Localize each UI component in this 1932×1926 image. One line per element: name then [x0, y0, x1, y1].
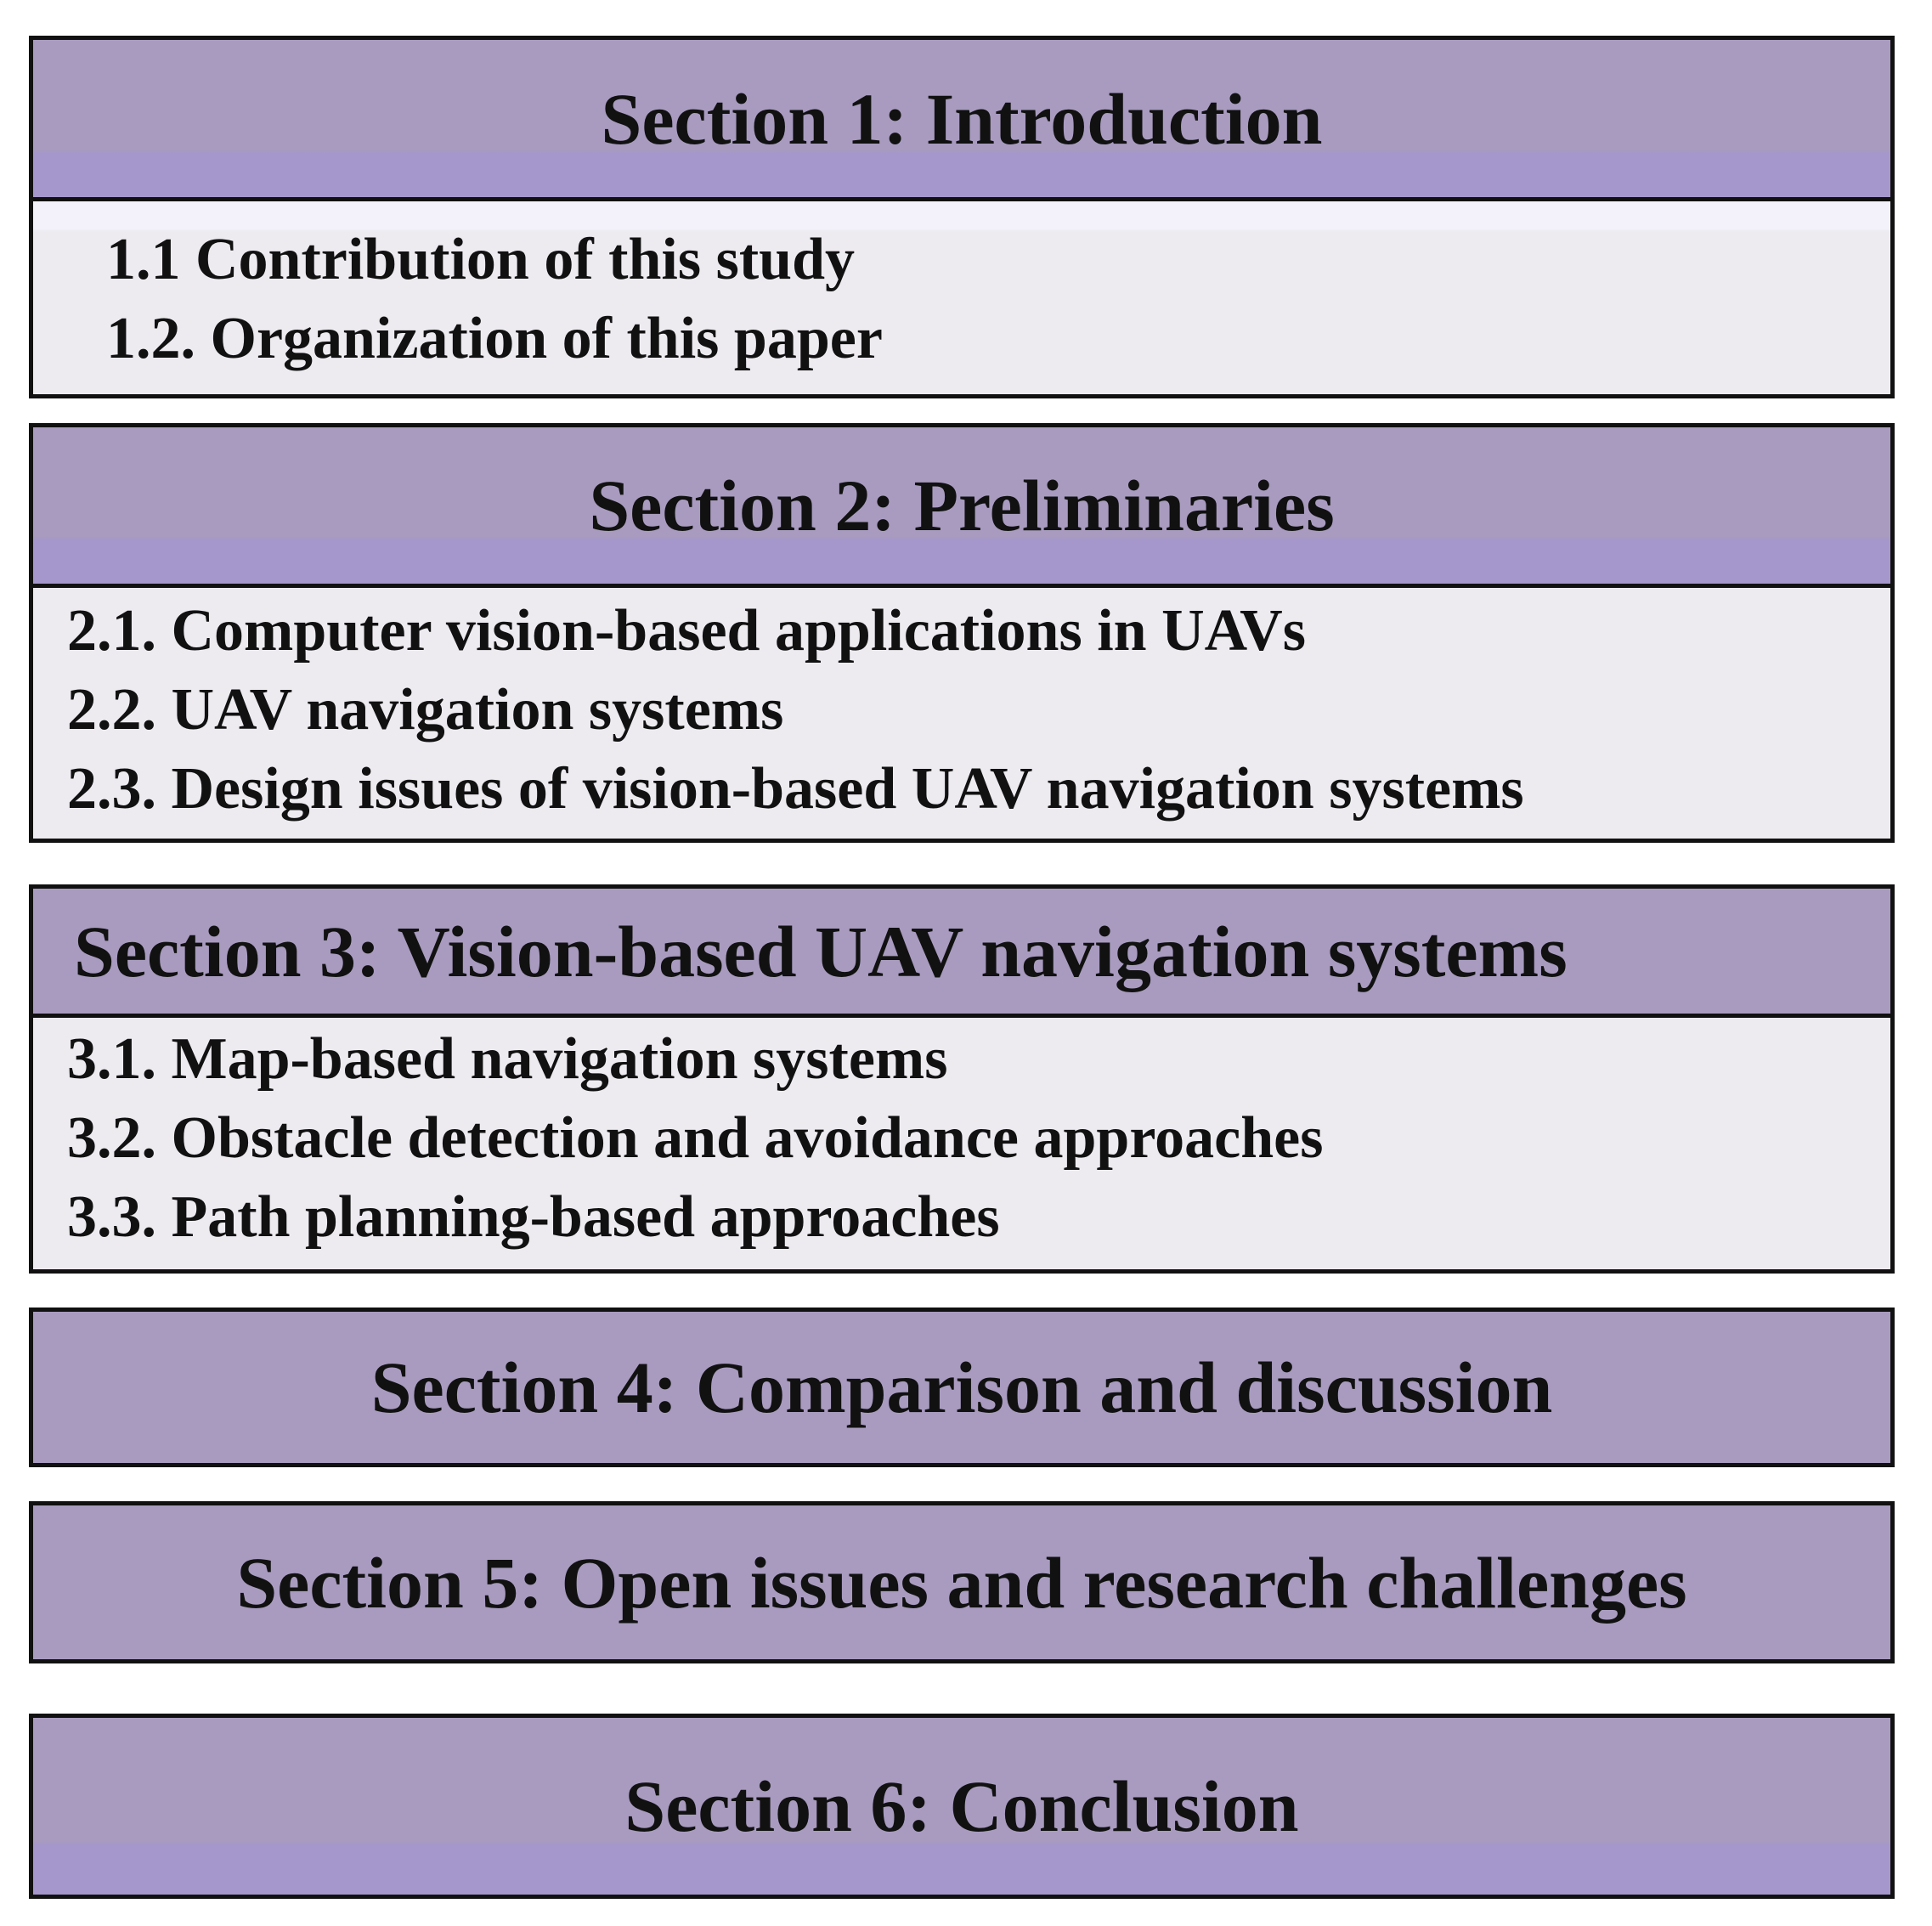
section-3-header: Section 3: Vision-based UAV navigation s… [33, 889, 1890, 1018]
section-5-title: Section 5: Open issues and research chal… [236, 1541, 1687, 1624]
section-3-item-3: 3.3. Path planning-based approaches [67, 1184, 1000, 1250]
section-1-block: Section 1: Introduction 1.1 Contribution… [29, 36, 1895, 398]
section-1-item-1: 1.1 Contribution of this study [106, 227, 856, 292]
section-3-block: Section 3: Vision-based UAV navigation s… [29, 884, 1895, 1274]
section-5-header: Section 5: Open issues and research chal… [33, 1505, 1890, 1659]
section-2-header: Section 2: Preliminaries [33, 427, 1890, 588]
section-2-title: Section 2: Preliminaries [589, 465, 1335, 546]
section-2-body: 2.1. Computer vision-based applications … [33, 588, 1890, 839]
section-3-item-1: 3.1. Map-based navigation systems [67, 1026, 948, 1092]
section-3-item-2: 3.2. Obstacle detection and avoidance ap… [67, 1105, 1324, 1171]
section-4-block: Section 4: Comparison and discussion [29, 1308, 1895, 1467]
section-5-block: Section 5: Open issues and research chal… [29, 1501, 1895, 1663]
section-6-title: Section 6: Conclusion [624, 1765, 1299, 1847]
section-3-body: 3.1. Map-based navigation systems 3.2. O… [33, 1018, 1890, 1269]
section-1-body: 1.1 Contribution of this study 1.2. Orga… [33, 201, 1890, 394]
section-2-item-1: 2.1. Computer vision-based applications … [67, 598, 1306, 664]
section-2-item-2: 2.2. UAV navigation systems [67, 677, 784, 743]
section-6-header: Section 6: Conclusion [33, 1718, 1890, 1895]
section-4-title: Section 4: Comparison and discussion [370, 1347, 1553, 1428]
section-1-item-2: 1.2. Organization of this paper [106, 306, 883, 371]
section-1-title: Section 1: Introduction [601, 77, 1323, 160]
section-4-header: Section 4: Comparison and discussion [33, 1312, 1890, 1463]
section-6-block: Section 6: Conclusion [29, 1714, 1895, 1899]
section-3-title: Section 3: Vision-based UAV navigation s… [74, 910, 1568, 992]
section-2-block: Section 2: Preliminaries 2.1. Computer v… [29, 423, 1895, 843]
section-1-header: Section 1: Introduction [33, 40, 1890, 201]
section-2-item-3: 2.3. Design issues of vision-based UAV n… [67, 756, 1524, 822]
